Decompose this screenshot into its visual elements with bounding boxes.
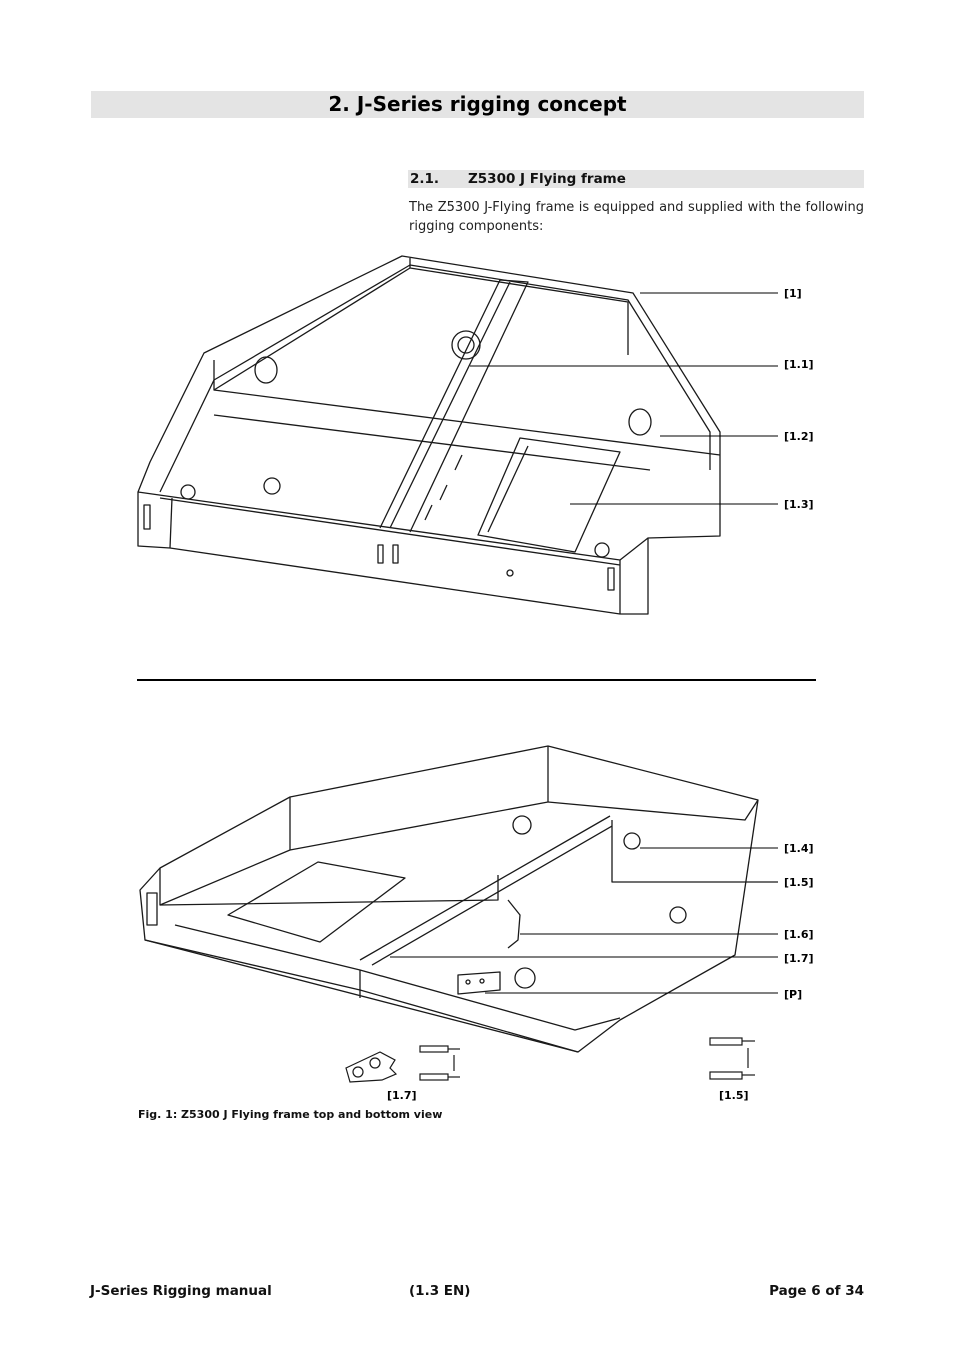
callout-1: [1] [784,287,802,300]
bottom-leader-lines [390,847,778,994]
section-number: 2.1. [410,171,440,187]
figure-divider [137,679,816,681]
frame-bottom-view-drawing [139,745,778,1053]
intro-paragraph: The Z5300 J-Flying frame is equipped and… [409,200,864,234]
part-label-1-5: [1.5] [719,1089,749,1102]
frame-top-view-drawing [137,255,721,615]
callout-1-2: [1.2] [784,430,814,443]
footer-page-number: Page 6 of 34 [769,1283,864,1299]
callout-1-6: [1.6] [784,928,814,941]
chapter-title: 2. J-Series rigging concept [328,92,627,116]
callout-p: [P] [784,988,803,1001]
part-label-1-7: [1.7] [387,1089,417,1102]
detail-parts-drawing [345,1037,755,1083]
section-title: Z5300 J Flying frame [468,171,626,187]
callout-1-7: [1.7] [784,952,814,965]
callout-1-5: [1.5] [784,876,814,889]
figure-caption: Fig. 1: Z5300 J Flying frame top and bot… [138,1108,443,1121]
footer-left: J-Series Rigging manual [90,1283,272,1299]
section-heading-bar: 2.1. Z5300 J Flying frame [408,170,864,188]
callout-1-4: [1.4] [784,842,814,855]
callout-1-3: [1.3] [784,498,814,511]
footer-center: (1.3 EN) [409,1283,471,1299]
top-leader-lines [470,292,778,505]
callout-1-1: [1.1] [784,358,814,371]
chapter-heading-bar: 2. J-Series rigging concept [91,91,864,118]
